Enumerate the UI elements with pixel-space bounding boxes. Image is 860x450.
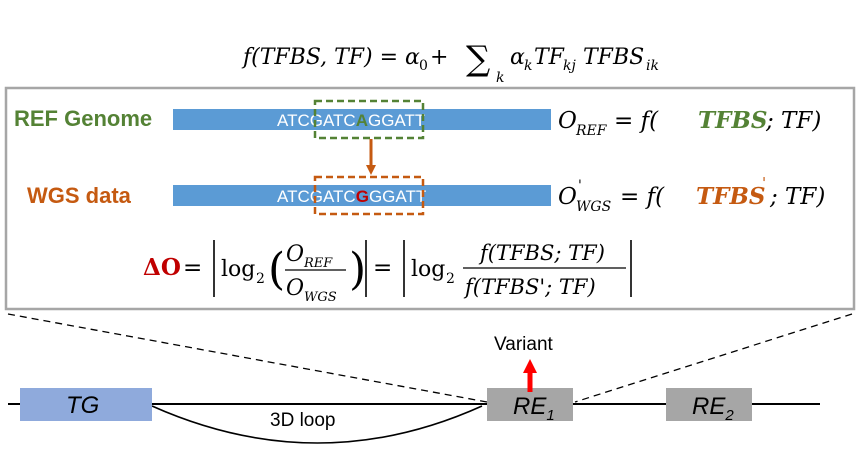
zoom-panel-box (4, 86, 856, 311)
svg-text:O: O (558, 108, 577, 134)
top-formula: f(TFBS, TF) = α 0 + ∑ k α k TF kj TFBS i… (241, 39, 659, 86)
svg-text:log: log (221, 257, 255, 282)
svg-text:WGS: WGS (576, 199, 611, 215)
top-formula-sum-sub: k (496, 70, 504, 86)
svg-text:f(TFBS; TF): f(TFBS; TF) (478, 241, 605, 265)
re2-label: RE2 (692, 393, 734, 424)
wgs-sequence-text: ATCGATCGGGATT (277, 187, 426, 206)
svg-text:=: = (373, 255, 392, 281)
top-formula-sum: ∑ (466, 39, 490, 79)
top-formula-alphak: α (510, 45, 525, 70)
re1-box (487, 388, 573, 421)
top-formula-tf-sub: kj (563, 58, 576, 74)
svg-text:f(TFBS'; TF): f(TFBS'; TF) (463, 275, 596, 299)
svg-text:TFBS: TFBS (698, 107, 768, 134)
svg-text:; TF): ; TF) (769, 184, 825, 210)
wgs-sequence-bar (173, 185, 551, 206)
svg-text:2: 2 (256, 271, 265, 287)
svg-text:= f(: = f( (614, 108, 659, 134)
svg-text:O: O (286, 242, 304, 267)
top-formula-tfbs-sub: ik (646, 58, 659, 74)
3d-loop-label: 3D loop (270, 410, 336, 431)
svg-text:WGS: WGS (304, 290, 337, 305)
svg-text:O: O (286, 276, 304, 301)
tg-label: TG (66, 392, 99, 419)
ref-equation: O REF = f( TFBS ; TF) (558, 107, 821, 139)
top-formula-tf: TF (534, 45, 565, 70)
delta-o-symbol: ΔO (143, 254, 181, 281)
svg-text:2: 2 (446, 271, 455, 287)
top-formula-alpha0: α (405, 45, 420, 70)
re2-box (666, 388, 752, 421)
svg-text:O: O (558, 184, 577, 210)
ref-tfbs-dashed-box (313, 99, 425, 140)
svg-text:(: ( (268, 244, 285, 295)
ref-sequence-bar (173, 109, 551, 130)
svg-text:; TF): ; TF) (765, 108, 821, 134)
zoom-line-left (7, 313, 488, 403)
wgs-equation: O ' WGS = f( TFBS ' ; TF) (558, 174, 825, 215)
svg-text:log: log (411, 257, 445, 282)
svg-text:': ' (762, 174, 766, 192)
ref-sequence-text: ATCGATCAGGATT (277, 111, 425, 130)
top-formula-plus: + (430, 45, 448, 70)
svg-text:': ' (578, 178, 582, 194)
svg-text:TFBS: TFBS (696, 183, 766, 210)
svg-text:= f(: = f( (620, 184, 665, 210)
zoom-line-right (574, 313, 853, 403)
svg-text:REF: REF (303, 256, 333, 271)
3d-loop-curve (151, 405, 483, 444)
wgs-data-label: WGS data (27, 183, 132, 208)
tg-box (20, 388, 152, 421)
svg-text:): ) (349, 244, 366, 295)
svg-text:REF: REF (575, 123, 608, 139)
top-formula-alphak-sub: k (524, 58, 532, 74)
top-formula-lhs: f(TFBS, TF) = (241, 45, 398, 70)
wgs-tfbs-dashed-box (313, 175, 425, 216)
top-formula-alpha0-sub: 0 (419, 58, 428, 74)
svg-text:=: = (183, 255, 202, 281)
delta-o-formula: ΔO = log 2 ( ) O REF O WGS = log 2 f(TFB… (143, 240, 632, 305)
ref-genome-label: REF Genome (14, 106, 152, 131)
variant-label: Variant (494, 334, 554, 355)
top-formula-tfbs: TFBS (583, 45, 644, 70)
re1-label: RE1 (513, 393, 555, 424)
